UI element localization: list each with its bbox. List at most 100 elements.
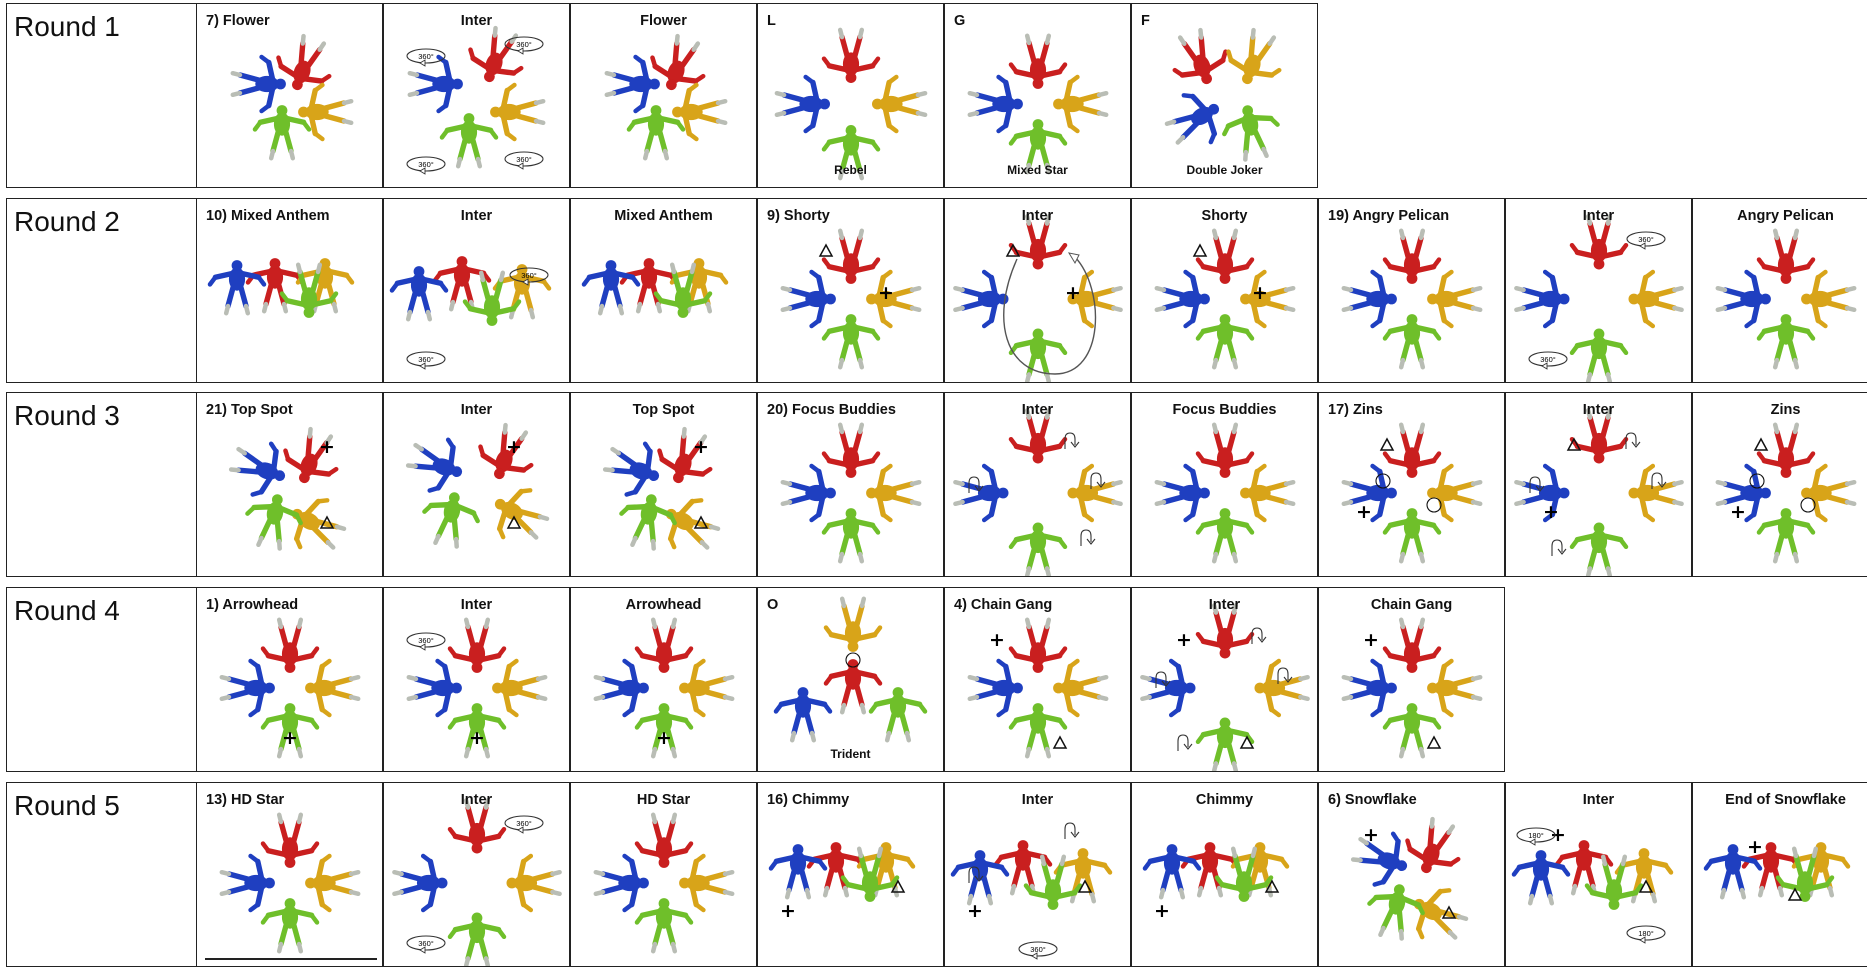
formation-cell: 19) Angry Pelican xyxy=(1318,198,1505,383)
skydiver-red xyxy=(824,231,878,284)
formation-cell: OTrident xyxy=(757,587,944,772)
formation-cell: Angry Pelican xyxy=(1692,198,1867,383)
turn-arrow-icon xyxy=(1552,540,1566,556)
formation-title: Inter xyxy=(1506,208,1691,224)
formation-cell: Mixed Anthem xyxy=(570,198,757,383)
skydiver-green xyxy=(1572,523,1626,576)
skydiver-red xyxy=(1198,605,1252,658)
skydiver-green xyxy=(824,314,878,367)
formation-diagram xyxy=(571,4,757,188)
plus-marker: + xyxy=(989,629,1005,651)
skydiver-green xyxy=(1011,523,1065,576)
formation-cell: Inter xyxy=(944,392,1131,577)
round-row-frame xyxy=(6,198,196,383)
formation-title: Inter xyxy=(1506,792,1691,808)
formation-cell: Focus Buddies xyxy=(1131,392,1318,577)
plus-marker: + xyxy=(469,727,485,749)
formation-cell: +Chain Gang xyxy=(1318,587,1505,772)
skydiver-gold xyxy=(507,856,560,910)
svg-text:360°: 360° xyxy=(418,636,434,645)
svg-text:360°: 360° xyxy=(418,52,434,61)
rotation-360-icon: 360° xyxy=(407,936,445,953)
round-row-frame xyxy=(6,587,196,772)
turn-arrow-icon xyxy=(1081,530,1095,546)
plus-marker: + xyxy=(1252,282,1268,304)
formation-title: HD Star xyxy=(571,792,756,808)
skydiver-green xyxy=(1385,508,1439,561)
skydiver-gold xyxy=(305,856,358,910)
skydiver-red xyxy=(277,424,346,492)
skydiver-gold xyxy=(679,856,732,910)
svg-text:360°: 360° xyxy=(1030,945,1046,954)
skydiver-blue xyxy=(1348,824,1416,893)
formation-cell: Flower xyxy=(570,3,757,188)
triangle-marker xyxy=(1054,737,1066,748)
skydiver-blue xyxy=(1344,661,1397,715)
plus-marker: + xyxy=(967,900,983,922)
formation-cell: +17) Zins xyxy=(1318,392,1505,577)
turn-arrow-icon xyxy=(1252,628,1266,644)
formation-diagram: + xyxy=(1132,783,1318,967)
skydiver-blue xyxy=(596,856,649,910)
formation-title: Inter xyxy=(384,402,569,418)
formation-title: 13) HD Star xyxy=(206,792,284,808)
skydiver-red xyxy=(824,425,878,478)
skydiver-red xyxy=(824,30,878,83)
skydiver-blue xyxy=(394,856,447,910)
skydiver-blue xyxy=(403,430,471,499)
formation-diagram: + xyxy=(197,588,383,772)
formation-diagram xyxy=(197,199,383,383)
formation-diagram xyxy=(945,4,1131,188)
skydiver-green xyxy=(637,898,691,951)
formation-diagram: + xyxy=(758,783,944,967)
plus-marker: + xyxy=(1363,824,1379,846)
skydiver-blue xyxy=(1145,844,1199,897)
skydiver-gold xyxy=(305,661,358,715)
skydiver-red xyxy=(1572,410,1626,463)
plus-marker: + xyxy=(1550,824,1566,846)
formation-diagram: +360° xyxy=(384,588,570,772)
skydiver-blue xyxy=(226,434,294,503)
formation-diagram xyxy=(1132,393,1318,577)
plus-marker: + xyxy=(1065,282,1081,304)
skydiver-gold xyxy=(1220,25,1289,93)
skydiver-blue xyxy=(1142,661,1195,715)
circle-marker xyxy=(1427,498,1441,512)
skydiver-gold xyxy=(490,85,543,139)
skydiver-green xyxy=(1572,329,1626,382)
skydiver-gold xyxy=(872,77,925,131)
formation-cell: 360°360°Inter xyxy=(1505,198,1692,383)
formation-diagram: + xyxy=(571,393,757,577)
formation-title: O xyxy=(767,597,778,613)
formation-title: 7) Flower xyxy=(206,13,270,29)
svg-text:360°: 360° xyxy=(418,939,434,948)
formation-diagram: + xyxy=(1693,783,1867,967)
skydiver-blue xyxy=(1159,83,1232,156)
skydiver-green xyxy=(1198,314,1252,367)
plus-marker: + xyxy=(656,727,672,749)
formation-diagram: + xyxy=(1319,393,1505,577)
round-row-frame xyxy=(6,782,196,967)
formation-title: Mixed Anthem xyxy=(571,208,756,224)
formation-diagram: + xyxy=(945,588,1131,772)
plus-marker: + xyxy=(319,436,335,458)
formation-title: Inter xyxy=(384,13,569,29)
formation-diagram xyxy=(758,393,944,577)
plus-marker: + xyxy=(1730,501,1746,523)
plus-marker: + xyxy=(693,436,709,458)
formation-diagram xyxy=(758,588,944,772)
formation-cell: +9) Shorty xyxy=(757,198,944,383)
skydiver-gold xyxy=(866,466,919,520)
formation-title: End of Snowflake xyxy=(1693,792,1867,808)
formation-caption: Double Joker xyxy=(1132,163,1317,177)
round-row-frame xyxy=(6,3,196,188)
skydiver-gold xyxy=(1801,272,1854,326)
formation-title: Angry Pelican xyxy=(1693,208,1867,224)
skydiver-blue xyxy=(970,661,1023,715)
formation-cell: +6) Snowflake xyxy=(1318,782,1505,967)
formation-title: F xyxy=(1141,13,1150,29)
skydiver-blue xyxy=(777,77,830,131)
formation-title: 9) Shorty xyxy=(767,208,830,224)
formation-cell: F Double Joker xyxy=(1131,3,1318,188)
